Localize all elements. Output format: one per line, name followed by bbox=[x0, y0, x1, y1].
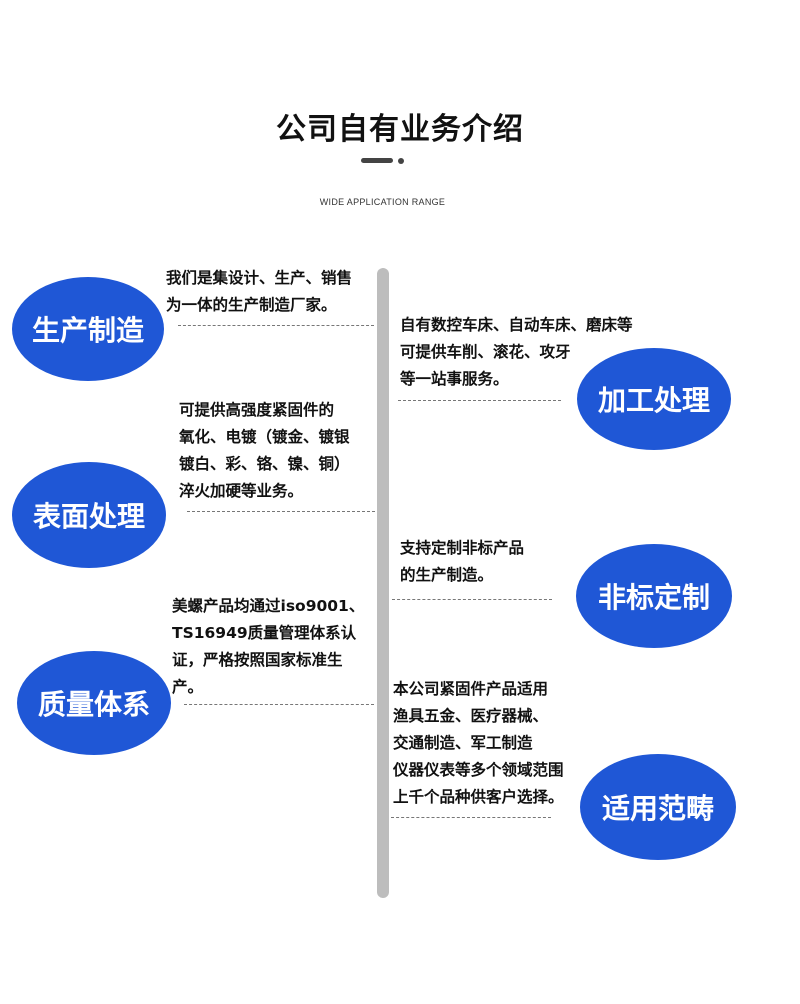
desc-line: 本公司紧固件产品适用 bbox=[393, 680, 549, 698]
desc-line: 我们是集设计、生产、销售 bbox=[166, 269, 353, 287]
desc-line: 的生产制造。 bbox=[400, 566, 494, 584]
divider-dashed bbox=[178, 325, 374, 326]
divider-dashed bbox=[392, 599, 552, 600]
title-underline-dot bbox=[398, 158, 404, 164]
desc-line: 上千个品种供客户选择。 bbox=[393, 788, 564, 806]
page-title: 公司自有业务介绍 bbox=[276, 112, 524, 147]
badge-machining: 加工处理 bbox=[577, 348, 731, 450]
divider-dashed bbox=[187, 511, 375, 512]
desc-production: 我们是集设计、生产、销售 为一体的生产制造厂家。 bbox=[166, 265, 352, 319]
badge-quality: 质量体系 bbox=[17, 651, 171, 755]
desc-line: 淬火加硬等业务。 bbox=[179, 482, 304, 500]
desc-line: 美螺产品均通过iso9001、 bbox=[172, 597, 365, 615]
desc-line: 证，严格按照国家标准生 bbox=[172, 651, 343, 669]
timeline-spine bbox=[377, 268, 389, 898]
divider-dashed bbox=[391, 817, 551, 818]
desc-line: 交通制造、军工制造 bbox=[393, 734, 533, 752]
desc-line: 支持定制非标产品 bbox=[400, 539, 525, 557]
page-subtitle: WIDE APPLICATION RANGE bbox=[319, 197, 446, 207]
desc-line: 氧化、电镀（镀金、镀银 bbox=[179, 428, 350, 446]
desc-line: 仪器仪表等多个领域范围 bbox=[393, 761, 564, 779]
badge-application: 适用范畴 bbox=[580, 754, 736, 860]
badge-production: 生产制造 bbox=[12, 277, 164, 381]
desc-line: 可提供车削、滚花、攻牙 bbox=[400, 343, 571, 361]
desc-line: TS16949质量管理体系认 bbox=[172, 624, 357, 642]
divider-dashed bbox=[184, 704, 374, 705]
desc-custom: 支持定制非标产品 的生产制造。 bbox=[400, 535, 524, 589]
desc-line: 等一站事服务。 bbox=[400, 370, 509, 388]
desc-machining: 自有数控车床、自动车床、磨床等 可提供车削、滚花、攻牙 等一站事服务。 bbox=[400, 312, 633, 393]
divider-dashed bbox=[398, 400, 561, 401]
title-underline-bar bbox=[361, 158, 393, 163]
desc-surface: 可提供高强度紧固件的 氧化、电镀（镀金、镀银 镀白、彩、铬、镍、铜） 淬火加硬等… bbox=[179, 397, 350, 505]
badge-custom: 非标定制 bbox=[576, 544, 732, 648]
desc-application: 本公司紧固件产品适用 渔具五金、医疗器械、 交通制造、军工制造 仪器仪表等多个领… bbox=[393, 676, 564, 811]
badge-surface: 表面处理 bbox=[12, 462, 166, 568]
desc-line: 产。 bbox=[172, 678, 204, 696]
desc-line: 镀白、彩、铬、镍、铜） bbox=[179, 455, 350, 473]
desc-quality: 美螺产品均通过iso9001、 TS16949质量管理体系认 证，严格按照国家标… bbox=[172, 593, 364, 701]
desc-line: 可提供高强度紧固件的 bbox=[179, 401, 335, 419]
desc-line: 自有数控车床、自动车床、磨床等 bbox=[400, 316, 633, 334]
desc-line: 为一体的生产制造厂家。 bbox=[166, 296, 337, 314]
desc-line: 渔具五金、医疗器械、 bbox=[393, 707, 549, 725]
